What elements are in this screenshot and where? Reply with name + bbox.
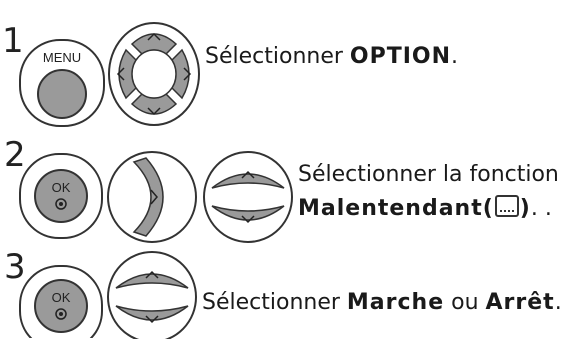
subtitle-icon xyxy=(494,195,519,217)
step-3-text-suffix: . xyxy=(554,290,562,315)
menu-button-label: MENU xyxy=(43,50,81,65)
malentendant-label: Malentendant( xyxy=(298,196,494,221)
step-1-instruction: Sélectionner OPTION. xyxy=(205,42,458,72)
step-2-instruction-line-1: Sélectionner la fonction xyxy=(298,162,559,187)
chevron-up-icon xyxy=(241,170,255,179)
step-2-instruction-line-2: Malentendant(). . xyxy=(298,194,552,224)
step-3-instruction: Sélectionner Marche ou Arrêt. xyxy=(202,288,562,318)
ok-label-step-3: OK xyxy=(52,290,71,305)
down-arrow-segment-step-3[interactable] xyxy=(115,305,189,321)
navigation-pad[interactable] xyxy=(106,20,202,128)
nav-center-button[interactable] xyxy=(131,49,177,99)
step-1-text-prefix: Sélectionner xyxy=(205,44,350,69)
ok-button-step-3[interactable]: OK xyxy=(18,264,104,338)
chevron-down-icon xyxy=(145,315,159,324)
down-arrow-segment[interactable] xyxy=(211,205,285,221)
step-1-text-suffix: . xyxy=(451,44,459,69)
menu-button-disc xyxy=(37,69,87,119)
option-label: OPTION xyxy=(349,44,452,69)
ok-button-step-2[interactable]: OK xyxy=(18,152,104,240)
up-arrow-segment[interactable] xyxy=(211,173,285,189)
menu-button[interactable]: MENU xyxy=(18,38,106,128)
malentendant-label-end: ) xyxy=(519,196,531,221)
arret-label: Arrêt xyxy=(485,290,555,315)
marche-label: Marche xyxy=(346,290,445,315)
step-3-text-prefix: Sélectionner xyxy=(202,290,347,315)
up-down-button-step-2[interactable] xyxy=(202,150,294,244)
chevron-right-icon xyxy=(150,189,158,205)
step-1-number: 1 xyxy=(2,21,24,61)
right-button[interactable] xyxy=(106,150,198,244)
step-2-number: 2 xyxy=(4,135,26,175)
step-3-number: 3 xyxy=(4,247,26,287)
ok-label: OK xyxy=(52,180,71,195)
up-arrow-segment-step-3[interactable] xyxy=(115,273,189,289)
step-2-text-suffix: . . xyxy=(530,196,552,221)
chevron-down-icon xyxy=(241,215,255,224)
chevron-up-icon xyxy=(145,270,159,279)
up-down-button-step-3[interactable] xyxy=(106,250,198,339)
step-3-text-mid: ou xyxy=(444,290,486,315)
